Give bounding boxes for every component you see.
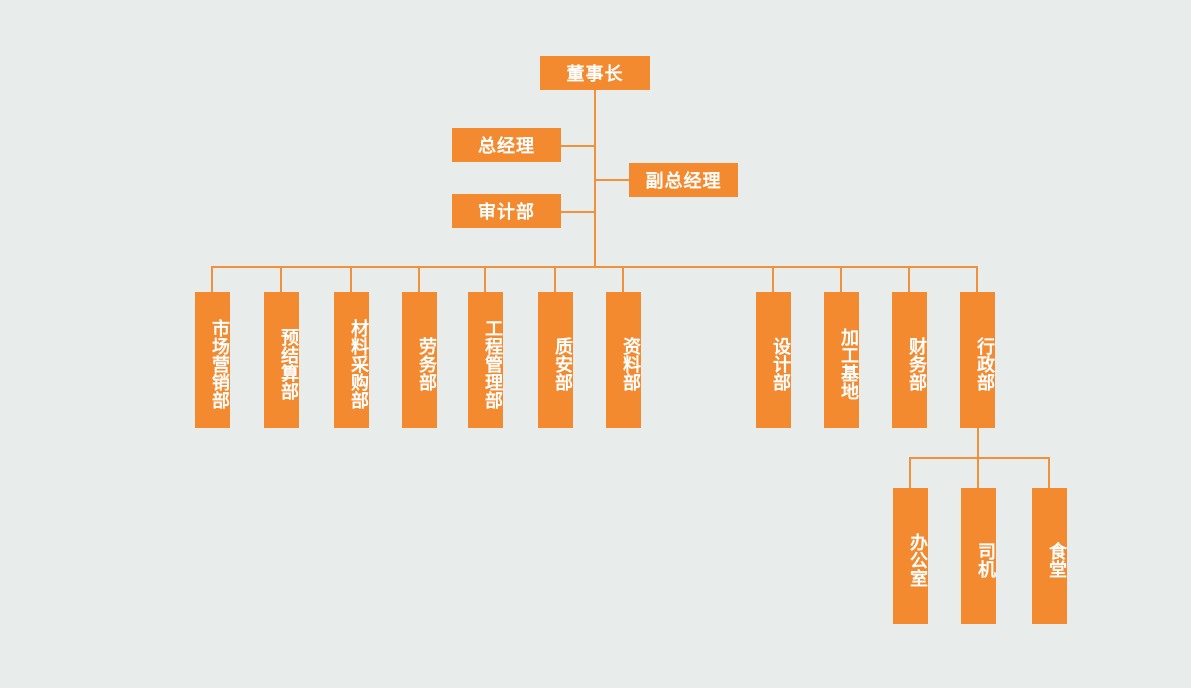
chairman-box: 董事长 [540, 56, 650, 90]
audit-connector [560, 211, 595, 213]
department-drop-line [908, 266, 910, 292]
admin-drop-line [1048, 457, 1050, 488]
department-box-labor: 劳务部 [402, 292, 437, 428]
department-bus-line [211, 266, 978, 268]
department-box-processing-base: 加工基地 [824, 292, 859, 428]
department-box-administration: 行政部 [960, 292, 995, 428]
admin-bus-line [909, 457, 1050, 459]
department-box-finance: 财务部 [892, 292, 927, 428]
department-drop-line [976, 266, 978, 292]
department-box-marketing: 市场营销部 [195, 292, 230, 428]
admin-drop-line [977, 457, 979, 488]
department-drop-line [418, 266, 420, 292]
admin-drop-line [909, 457, 911, 488]
department-drop-line [840, 266, 842, 292]
audit-department-box: 审计部 [452, 194, 561, 228]
department-box-quality-safety: 质安部 [538, 292, 573, 428]
trunk-line [594, 90, 596, 267]
department-drop-line [280, 266, 282, 292]
department-box-design: 设计部 [756, 292, 791, 428]
admin-trunk-line [977, 427, 979, 458]
general-manager-box: 总经理 [452, 128, 561, 162]
department-drop-line [772, 266, 774, 292]
admin-subunit-box-canteen: 食堂 [1032, 488, 1067, 624]
department-box-materials-procurement: 材料采购部 [334, 292, 369, 428]
deputy-general-manager-box: 副总经理 [629, 163, 738, 197]
department-drop-line [622, 266, 624, 292]
deputy-gm-connector [595, 179, 629, 181]
department-box-engineering-management: 工程管理部 [468, 292, 503, 428]
department-drop-line [211, 266, 213, 292]
gm-connector [560, 145, 595, 147]
department-drop-line [554, 266, 556, 292]
department-drop-line [484, 266, 486, 292]
admin-subunit-box-driver: 司机 [961, 488, 996, 624]
admin-subunit-box-office: 办公室 [893, 488, 928, 624]
department-box-documentation: 资料部 [606, 292, 641, 428]
department-drop-line [350, 266, 352, 292]
department-box-budget-settlement: 预结算部 [264, 292, 299, 428]
